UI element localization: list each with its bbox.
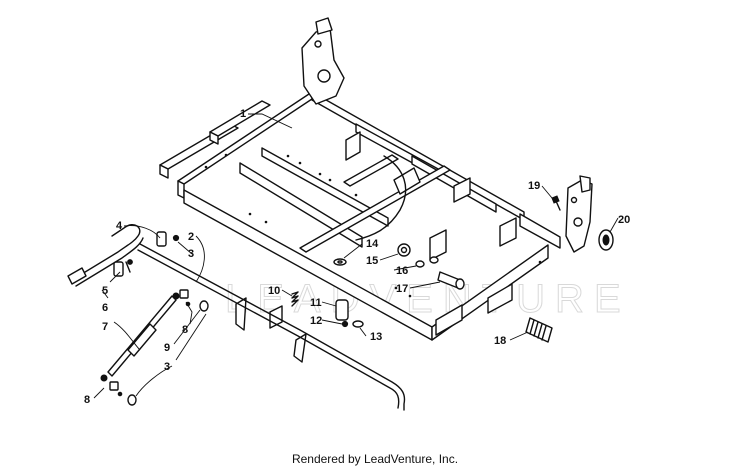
upper-mount-bracket	[301, 17, 345, 105]
gas-spring-7	[100, 289, 209, 406]
washer-14	[333, 258, 347, 266]
main-frame	[159, 91, 561, 363]
callout-8: 8	[84, 394, 90, 406]
callout-13: 13	[370, 331, 382, 343]
callout-19: 19	[528, 180, 540, 192]
callout-7: 7	[102, 321, 108, 333]
callout-2: 2	[188, 231, 194, 243]
callout-10: 10	[268, 285, 280, 297]
callout-12: 12	[310, 315, 322, 327]
leader-lines	[93, 113, 619, 399]
lift-rod-2	[67, 224, 406, 411]
callout-11: 11	[310, 297, 322, 309]
callout-18: 18	[494, 335, 506, 347]
callout-17: 17	[396, 283, 408, 295]
callout-3: 3	[188, 248, 194, 260]
callout-9: 9	[164, 342, 170, 354]
bushing-20	[598, 229, 614, 251]
damper-11	[335, 299, 349, 321]
bolt-4	[172, 234, 180, 242]
washer-13	[352, 320, 364, 328]
bolt-19	[551, 195, 561, 211]
clip-16	[415, 256, 439, 268]
callout-16: 16	[396, 265, 408, 277]
bushing-15	[397, 243, 411, 257]
callout-14: 14	[366, 238, 379, 250]
pin-17	[437, 271, 465, 290]
callout-3: 3	[164, 361, 170, 373]
render-credit: Rendered by LeadVenture, Inc.	[291, 452, 459, 466]
callout-1: 1	[240, 108, 246, 120]
callout-8: 8	[182, 324, 188, 336]
callouts: 1 2 3 3 4 5 6 7 8 8 9 10 11 12 13 14 15 …	[84, 108, 630, 406]
clamp-5	[113, 259, 133, 277]
callout-4: 4	[116, 220, 123, 232]
grip-18	[525, 317, 553, 343]
callout-5: 5	[102, 285, 108, 297]
spring-10	[291, 291, 299, 307]
callout-6: 6	[102, 302, 108, 314]
clamp-4	[156, 231, 167, 247]
nut-12	[341, 320, 349, 328]
watermark-text: LEADVENTURE	[225, 277, 631, 321]
callout-20: 20	[618, 214, 630, 226]
right-mount-bracket	[565, 175, 593, 253]
callout-15: 15	[366, 255, 378, 267]
